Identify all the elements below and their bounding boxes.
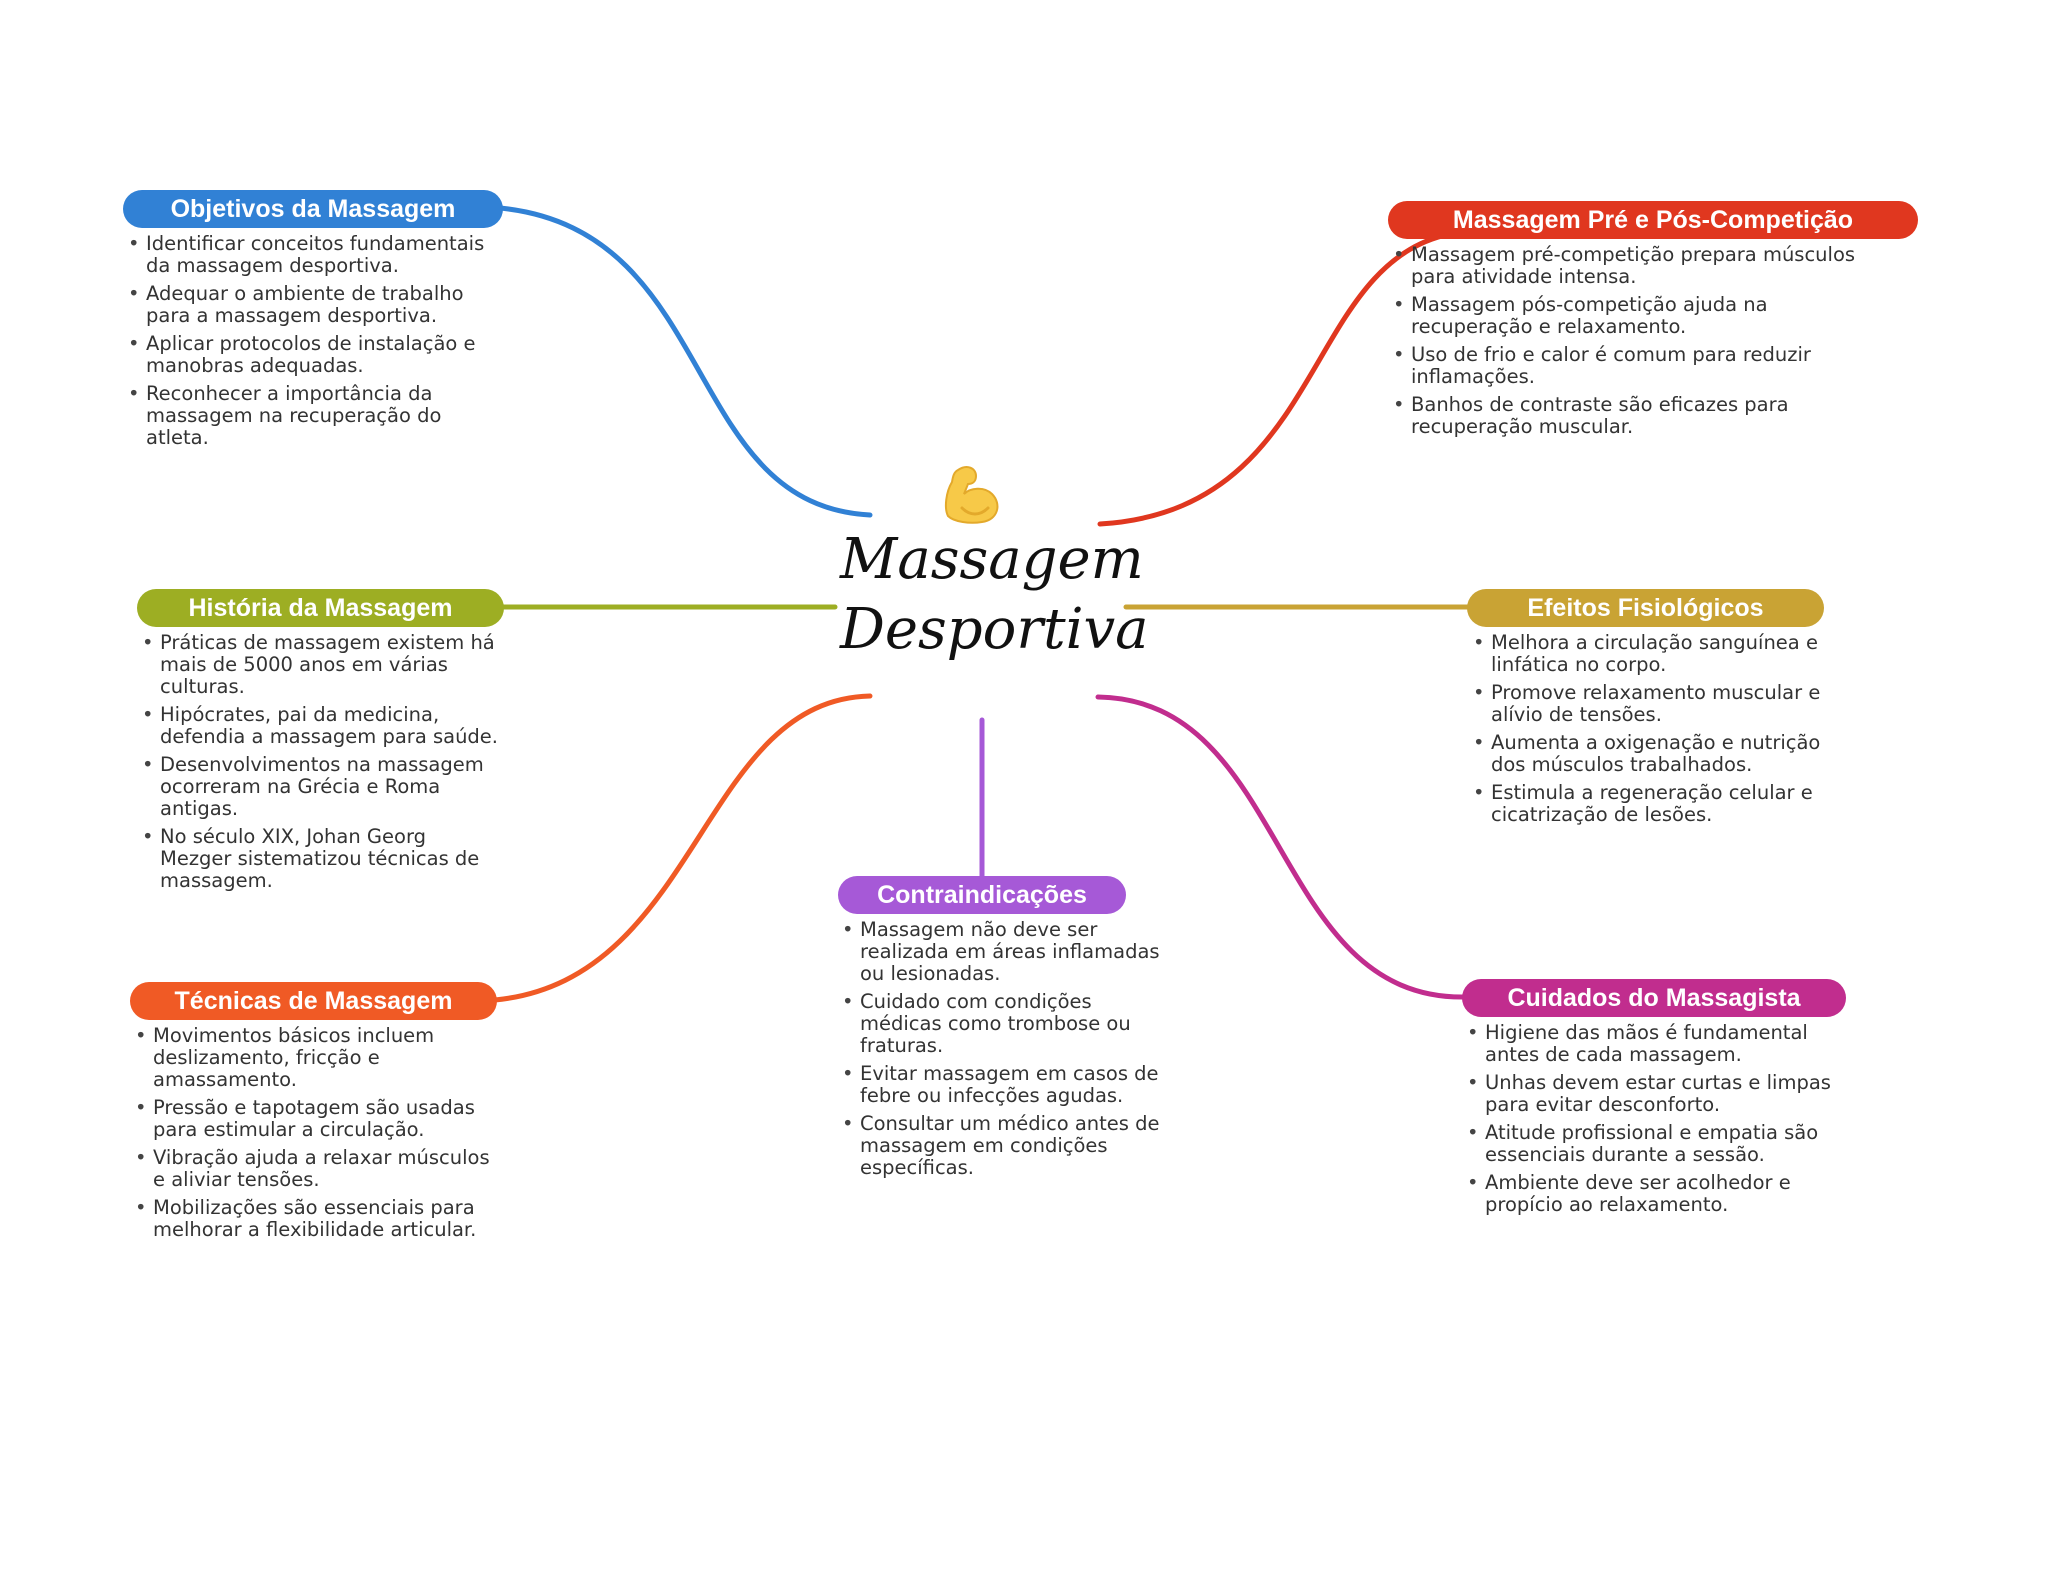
- list-item: Consultar um médico antes de massagem em…: [842, 1113, 1162, 1179]
- flexed-biceps-icon: [944, 466, 999, 524]
- branch-list-cuidados: Higiene das mãos é fundamental antes de …: [1467, 1022, 1837, 1222]
- list-item: Atitude profissional e empatia são essen…: [1467, 1122, 1837, 1166]
- list-item: Desenvolvimentos na massagem ocorreram n…: [142, 754, 502, 820]
- list-item: Ambiente deve ser acolhedor e propício a…: [1467, 1172, 1837, 1216]
- list-item: No século XIX, Johan Georg Mezger sistem…: [142, 826, 502, 892]
- list-item: Massagem pós-competição ajuda na recuper…: [1393, 294, 1893, 338]
- list-item: Vibração ajuda a relaxar músculos e aliv…: [135, 1147, 495, 1191]
- list-item: Evitar massagem em casos de febre ou inf…: [842, 1063, 1162, 1107]
- list-item: Aplicar protocolos de instalação e manob…: [128, 333, 488, 377]
- list-item: Massagem pré-competição prepara músculos…: [1393, 244, 1893, 288]
- connector-objetivos: [497, 205, 873, 518]
- list-item: Aumenta a oxigenação e nutrição dos músc…: [1473, 732, 1843, 776]
- connector-tecnicas: [492, 693, 873, 1003]
- list-item: Pressão e tapotagem são usadas para esti…: [135, 1097, 495, 1141]
- list-item: Massagem não deve ser realizada em áreas…: [842, 919, 1162, 985]
- list-item: Unhas devem estar curtas e limpas para e…: [1467, 1072, 1837, 1116]
- branch-title-historia: História da Massagem: [137, 589, 504, 627]
- branch-title-efeitos: Efeitos Fisiológicos: [1467, 589, 1824, 627]
- central-topic: Massagem Desportiva: [840, 525, 1149, 665]
- branch-title-pre-pos: Massagem Pré e Pós-Competição: [1388, 201, 1918, 239]
- list-item: Mobilizações são essenciais para melhora…: [135, 1197, 495, 1241]
- list-item: Cuidado com condições médicas como tromb…: [842, 991, 1162, 1057]
- list-item: Melhora a circulação sanguínea e linfáti…: [1473, 632, 1843, 676]
- branch-title-contraindicacoes: Contraindicações: [838, 876, 1126, 914]
- connector-cuidados: [1095, 694, 1468, 1000]
- list-item: Reconhecer a importância da massagem na …: [128, 383, 488, 449]
- branch-list-historia: Práticas de massagem existem há mais de …: [142, 632, 502, 898]
- list-item: Adequar o ambiente de trabalho para a ma…: [128, 283, 488, 327]
- branch-list-pre-pos: Massagem pré-competição prepara músculos…: [1393, 244, 1893, 444]
- list-item: Estimula a regeneração celular e cicatri…: [1473, 782, 1843, 826]
- list-item: Higiene das mãos é fundamental antes de …: [1467, 1022, 1837, 1066]
- list-item: Movimentos básicos incluem deslizamento,…: [135, 1025, 495, 1091]
- branch-list-tecnicas: Movimentos básicos incluem deslizamento,…: [135, 1025, 495, 1247]
- branch-title-cuidados: Cuidados do Massagista: [1462, 979, 1846, 1017]
- list-item: Banhos de contraste são eficazes para re…: [1393, 394, 1893, 438]
- list-item: Identificar conceitos fundamentais da ma…: [128, 233, 488, 277]
- branch-title-objetivos: Objetivos da Massagem: [123, 190, 503, 228]
- list-item: Práticas de massagem existem há mais de …: [142, 632, 502, 698]
- central-title-line2: Desportiva: [840, 597, 1149, 662]
- central-title-line1: Massagem: [840, 527, 1144, 592]
- branch-list-efeitos: Melhora a circulação sanguínea e linfáti…: [1473, 632, 1843, 832]
- list-item: Uso de frio e calor é comum para reduzir…: [1393, 344, 1893, 388]
- branch-list-objetivos: Identificar conceitos fundamentais da ma…: [128, 233, 488, 455]
- branch-list-contraindicacoes: Massagem não deve ser realizada em áreas…: [842, 919, 1162, 1185]
- list-item: Promove relaxamento muscular e alívio de…: [1473, 682, 1843, 726]
- list-item: Hipócrates, pai da medicina, defendia a …: [142, 704, 502, 748]
- branch-title-tecnicas: Técnicas de Massagem: [130, 982, 497, 1020]
